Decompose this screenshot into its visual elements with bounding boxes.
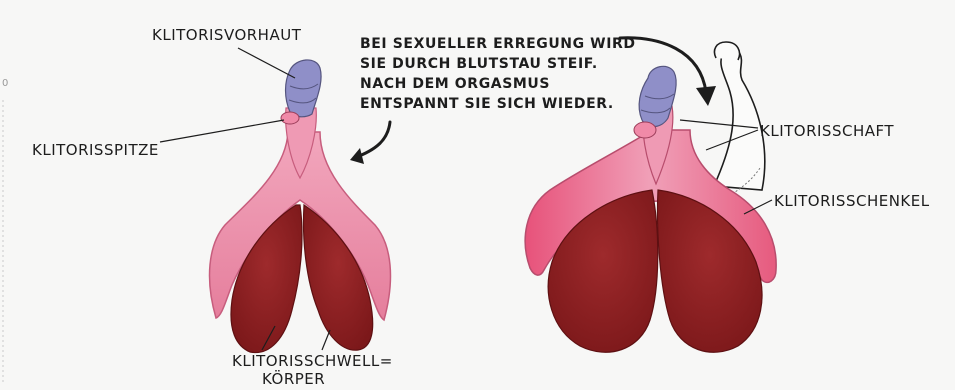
edge-mark: 0	[2, 78, 8, 89]
pointer-schwell-right	[322, 330, 330, 350]
label-klitorisschwell-1: KLITORISSCHWELL=	[232, 352, 393, 370]
note-line-2: SIE DURCH BLUTSTAU STEIF.	[360, 56, 598, 72]
note-line-3: NACH DEM ORGASMUS	[360, 76, 550, 92]
label-klitorisschenkel: KLITORISSCHENKEL	[774, 192, 930, 210]
note-line-4: ENTSPANNT SIE SICH WIEDER.	[360, 96, 614, 112]
note-line-1: BEI SEXUELLER ERREGUNG WIRD	[360, 36, 636, 52]
note-block: BEI SEXUELLER ERREGUNG WIRD SIE DURCH BL…	[360, 36, 636, 112]
pointer-vorhaut	[238, 48, 295, 78]
pointer-spitze	[160, 120, 284, 142]
label-klitorisschaft: KLITORISSCHAFT	[760, 122, 894, 140]
glans-aroused	[634, 122, 656, 138]
glans-relaxed	[281, 112, 299, 124]
label-klitorisschwell-2: KÖRPER	[262, 369, 325, 388]
flexed-arm-icon	[714, 42, 765, 200]
clitoris-aroused	[525, 42, 776, 352]
label-klitorisspitze: KLITORISSPITZE	[32, 141, 159, 159]
label-klitorisvorhaut: KLITORISVORHAUT	[152, 26, 302, 44]
